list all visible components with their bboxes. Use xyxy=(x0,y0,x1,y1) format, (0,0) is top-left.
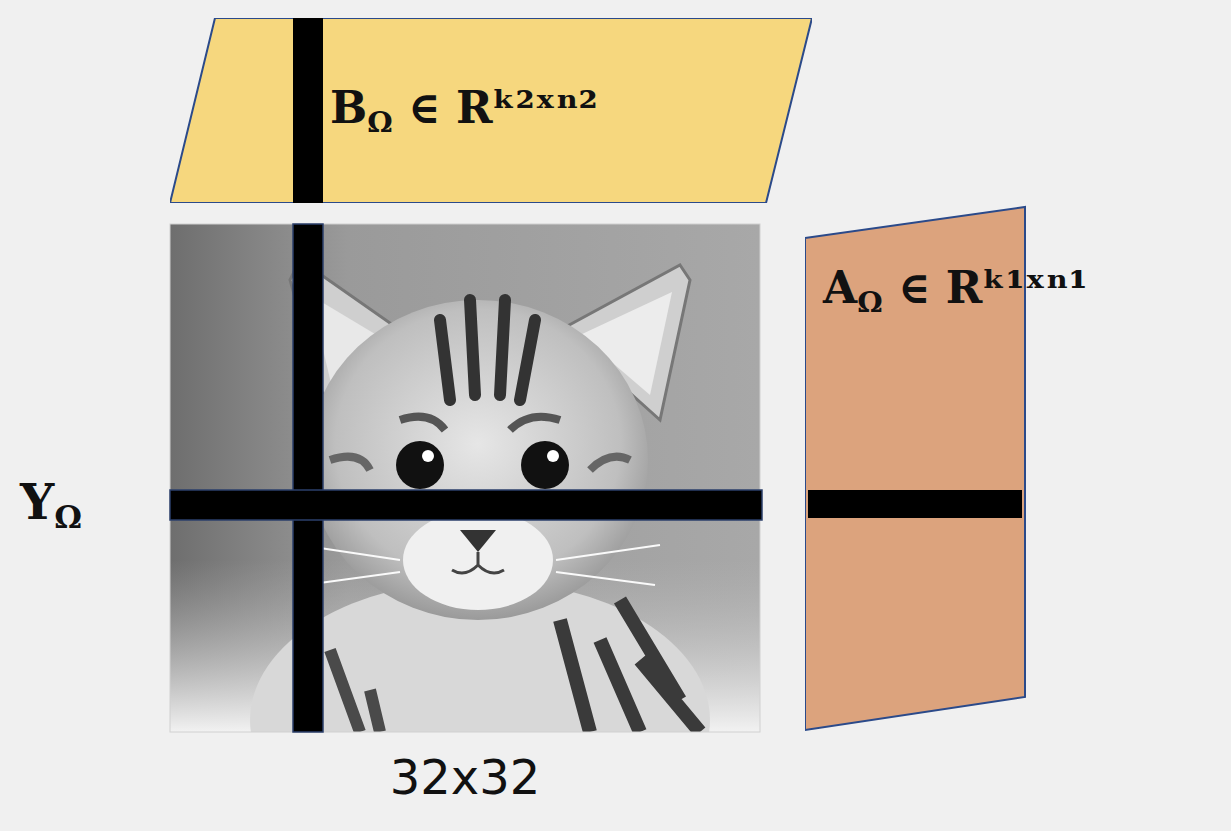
masked-row xyxy=(170,490,762,520)
matrix-label: AΩ ∈ Rᵏ¹ˣⁿ¹ xyxy=(823,262,1088,319)
size-label: 32x32 xyxy=(390,749,541,805)
factor-a-band: AΩ ∈ Rᵏ¹ˣⁿ¹ xyxy=(805,205,1225,732)
matrix-label: BΩ ∈ Rᵏ²ˣⁿ² xyxy=(330,82,598,139)
image-label: YΩ xyxy=(20,474,82,535)
masked-column xyxy=(293,224,323,732)
factor-b-band: BΩ ∈ Rᵏ²ˣⁿ² xyxy=(170,18,812,203)
